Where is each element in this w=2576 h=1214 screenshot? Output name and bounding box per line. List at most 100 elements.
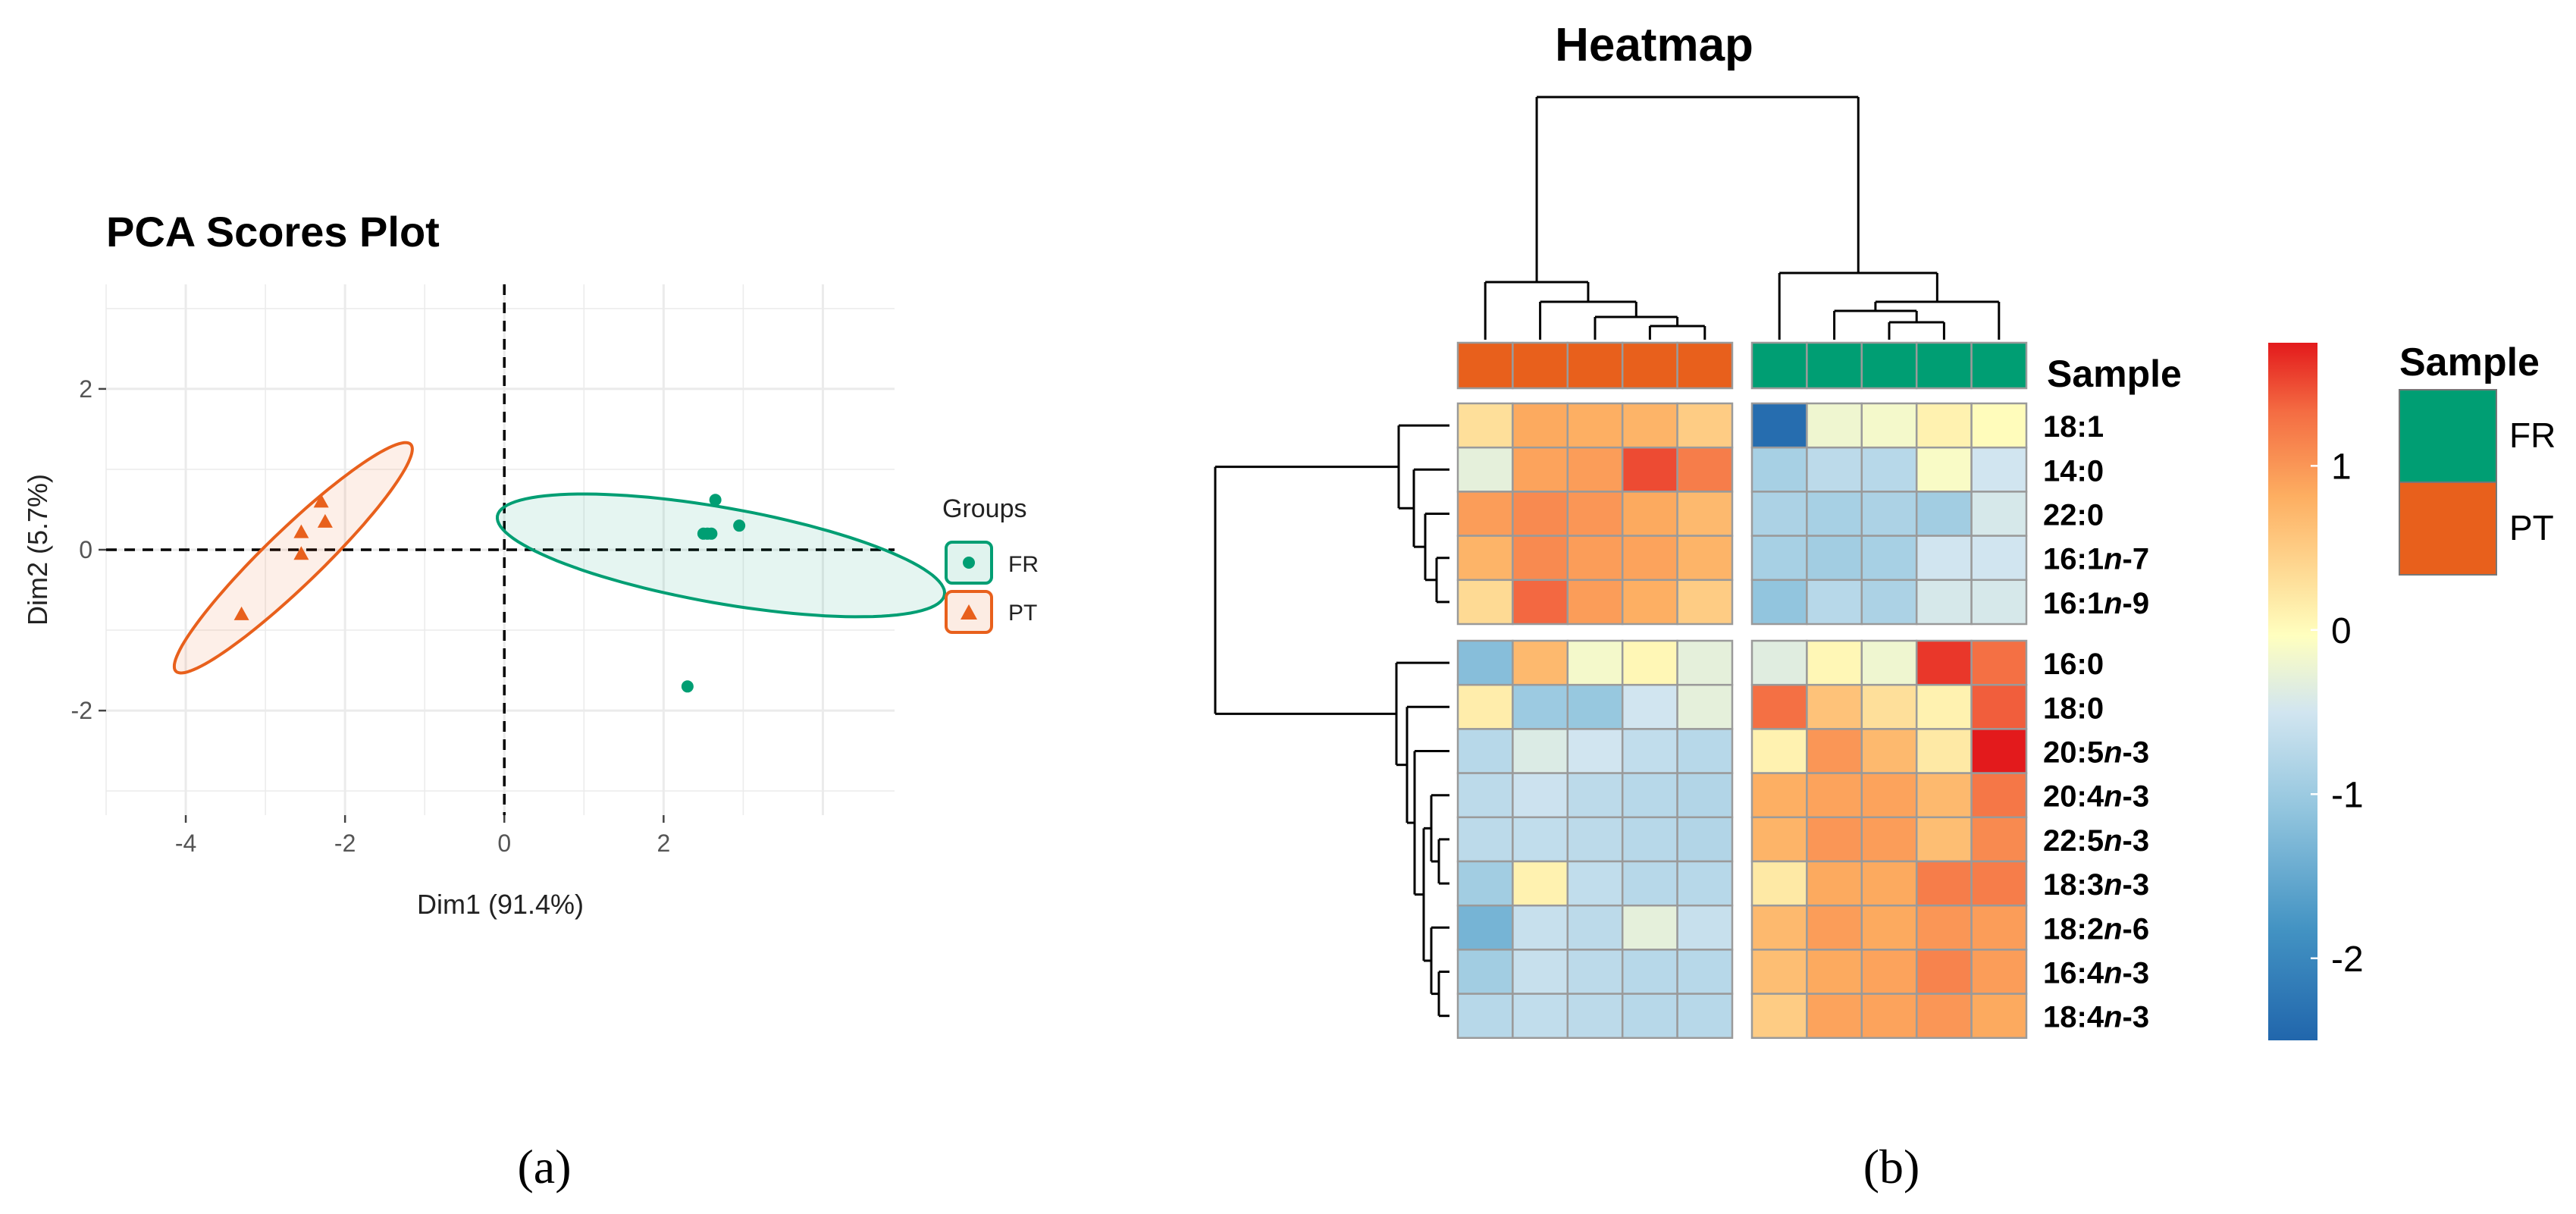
heatmap-cell	[1750, 772, 1808, 819]
heatmap-row-label: 16:0	[2043, 648, 2104, 681]
pca-point-pt	[233, 606, 249, 620]
heatmap-cell	[1512, 535, 1569, 582]
legend-marker-pt	[961, 604, 977, 620]
pca-ellipse-pt	[172, 441, 414, 675]
heatmap-cell	[1860, 728, 1918, 774]
heatmap-cell	[1915, 728, 1973, 774]
pca-x-tick-label: -2	[334, 830, 356, 857]
heatmap-cell	[1621, 904, 1678, 951]
heatmap-cell	[1806, 993, 1863, 1040]
heatmap-cell	[1456, 446, 1514, 493]
panel-b-caption: (b)	[1863, 1140, 1920, 1194]
annotation-cell-fr	[1750, 341, 1808, 390]
heatmap-cell	[1456, 816, 1514, 863]
heatmap-cell	[1621, 949, 1678, 995]
heatmap-cell	[1512, 949, 1569, 995]
annotation-cell-pt	[1676, 341, 1734, 390]
heatmap-cell	[1456, 639, 1514, 686]
annotation-cell-fr	[1915, 341, 1973, 390]
heatmap-cell	[1750, 860, 1808, 907]
heatmap-cell	[1456, 579, 1514, 626]
heatmap-row-label: 16:1n-7	[2043, 543, 2149, 576]
heatmap-cell	[1456, 949, 1514, 995]
heatmap-cell	[1806, 639, 1863, 686]
heatmap-row-label: 16:1n-9	[2043, 587, 2149, 620]
heatmap-cell	[1676, 816, 1734, 863]
pca-title: PCA Scores Plot	[106, 208, 440, 256]
heatmap-cell	[1621, 491, 1678, 537]
heatmap-cell	[1676, 904, 1734, 951]
heatmap-cell	[1806, 949, 1863, 995]
heatmap-cell	[1806, 728, 1863, 774]
heatmap-cell	[1750, 639, 1808, 686]
pca-legend-pt: PT	[1008, 601, 1037, 626]
heatmap-legend-key-fr	[2399, 389, 2497, 483]
pca-point-fr	[681, 680, 694, 693]
annotation-cell-pt	[1566, 341, 1624, 390]
heatmap-cell	[1512, 446, 1569, 493]
pca-point-pt	[293, 524, 309, 538]
heatmap-row-label: 20:5n-3	[2043, 736, 2149, 770]
heatmap-cell	[1915, 993, 1973, 1040]
heatmap-cell	[1750, 728, 1808, 774]
heatmap-row-label: 20:4n-3	[2043, 780, 2149, 814]
heatmap-cell	[1512, 728, 1569, 774]
heatmap-cell	[1676, 683, 1734, 730]
heatmap-cell	[1456, 728, 1514, 774]
heatmap-cell	[1970, 402, 2028, 449]
pca-y-tick-label: 0	[79, 536, 92, 563]
heatmap-cell	[1970, 993, 2028, 1040]
heatmap-cell	[1621, 772, 1678, 819]
heatmap-cell	[1512, 491, 1569, 537]
heatmap-cell	[1456, 683, 1514, 730]
heatmap-cell	[1621, 993, 1678, 1040]
annotation-label: Sample	[2047, 353, 2182, 395]
pca-x-tick-label: 2	[657, 830, 670, 857]
heatmap-cell	[1860, 446, 1918, 493]
heatmap-cell	[1566, 860, 1624, 907]
annotation-cell-pt	[1456, 341, 1514, 390]
pca-legend-title: Groups	[942, 494, 1027, 523]
heatmap-row-label: 18:4n-3	[2043, 1001, 2149, 1034]
pca-point-pt	[317, 513, 333, 528]
sample-annotation-bar	[1456, 341, 2028, 390]
heatmap-cell	[1566, 772, 1624, 819]
heatmap-cell	[1970, 728, 2028, 774]
heatmap-cell	[1621, 446, 1678, 493]
heatmap-cell	[1970, 683, 2028, 730]
heatmap-cell	[1621, 639, 1678, 686]
heatmap-cell	[1456, 993, 1514, 1040]
heatmap-row-label: 14:0	[2043, 454, 2104, 488]
heatmap-cell	[1456, 904, 1514, 951]
heatmap-row-labels: 18:114:022:016:1n-716:1n-916:018:020:5n-…	[2043, 410, 2149, 1034]
heatmap-title: Heatmap	[1555, 19, 1753, 71]
heatmap-cell	[1806, 683, 1863, 730]
annotation-cell-fr	[1860, 341, 1918, 390]
heatmap-cell	[1750, 491, 1808, 537]
heatmap-row-label: 22:5n-3	[2043, 824, 2149, 858]
heatmap-cell	[1915, 579, 1973, 626]
heatmap-cell	[1860, 904, 1918, 951]
annotation-cell-fr	[1806, 341, 1863, 390]
colorbar: 10-1-2	[2268, 343, 2364, 1040]
heatmap-cell	[1566, 491, 1624, 537]
heatmap-cell	[1566, 904, 1624, 951]
heatmap-cell	[1860, 949, 1918, 995]
pca-y-axis: -202	[71, 375, 106, 724]
heatmap-cell	[1750, 446, 1808, 493]
heatmap-cell	[1512, 904, 1569, 951]
pca-x-axis-label: Dim1 (91.4%)	[417, 889, 584, 920]
heatmap-cell	[1806, 491, 1863, 537]
pca-ellipses	[172, 441, 947, 675]
heatmap-cell	[1915, 949, 1973, 995]
heatmap-cell	[1970, 772, 2028, 819]
heatmap-cell	[1566, 993, 1624, 1040]
heatmap-cell	[1676, 579, 1734, 626]
heatmap-cells	[1456, 402, 2028, 1040]
heatmap-cell	[1970, 491, 2028, 537]
heatmap-cell	[1676, 402, 1734, 449]
pca-x-tick-label: 0	[497, 830, 511, 857]
pca-y-tick-label: 2	[79, 375, 92, 403]
heatmap-cell	[1860, 772, 1918, 819]
